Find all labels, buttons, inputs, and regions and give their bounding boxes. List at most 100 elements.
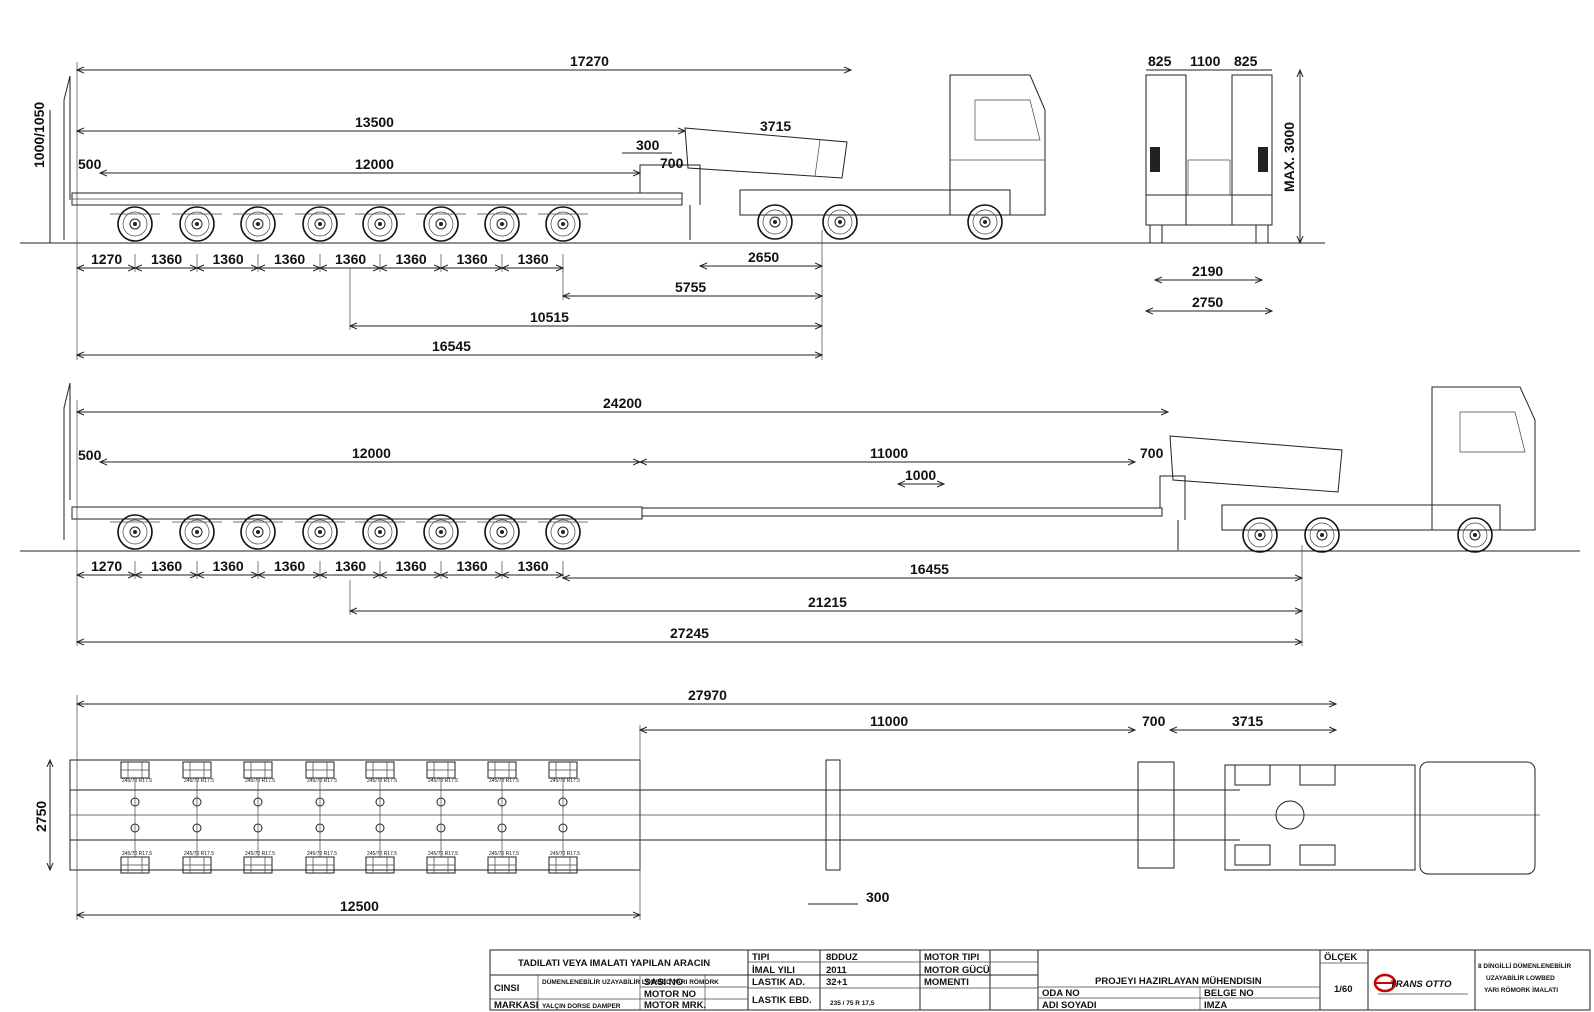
dim-700: 700 [660,155,684,171]
plan-width-2750: 2750 [33,801,49,832]
tb-cinsi-value: DÜMENLENEBİLİR UZAYABİLİR LOWBED YARI RÖ… [542,977,719,986]
dim-300: 300 [636,137,660,153]
plan-tire-label: 245/70 R17.5 [122,851,152,857]
axle-spacing-label: 1360 [457,558,488,574]
rear-ramp-2 [63,382,71,540]
tractor-1 [739,74,1046,240]
plan-tire [182,761,212,779]
plan-tire [243,761,273,779]
plan-tire-label: 245/70 R17.5 [184,778,214,784]
axle-spacing-label: 1360 [457,251,488,267]
rear-height-label: MAX. 3000 [1281,122,1297,192]
dumper-box-2 [1169,435,1343,493]
title-block: TADILATI VEYA IMALATI YAPILAN ARACIN CIN… [489,949,1591,1011]
gooseneck-1 [639,164,701,205]
tb-motor-tipi: MOTOR TIPI [924,952,979,963]
plan-crossbeam [825,759,841,871]
plan-view: 245/70 R17.5 245/70 R17.5 245/70 R17.5 245/… [33,687,1540,920]
axle-wheel [179,514,215,550]
axle-group-1 [110,206,588,242]
plan-gooseneck [1137,761,1175,869]
axle-spacing-label: 1360 [274,251,305,267]
axle-wheel [362,514,398,550]
plan-tire [305,856,335,874]
plan-tire-label: 245/70 R17.5 [489,851,519,857]
dim2-21215: 21215 [808,594,847,610]
tb-imal-label: İMAL YILI [752,965,795,976]
axle-wheel [545,514,581,550]
axle-spacing-label: 1270 [91,558,122,574]
tb-markasi-value: YALÇIN DORSE DAMPER [542,1003,621,1010]
dim-10515: 10515 [530,309,569,325]
tb-motor-gucu: MOTOR GÜCÜ [924,965,990,976]
plan-tire [365,856,395,874]
plan-tire-label: 245/70 R17.5 [307,851,337,857]
dim2-16455: 16455 [910,561,949,577]
plan-tire [548,761,578,779]
dim2-500: 500 [78,447,102,463]
axle-spacing-label: 1360 [518,251,549,267]
plan-dim-300: 300 [866,889,890,905]
axle-wheel [545,206,581,242]
plan-tire-label: 245/70 R17.5 [428,851,458,857]
plan-tire-label: 245/70 R17.5 [550,778,580,784]
dim-17270: 17270 [570,53,609,69]
plan-tire [487,761,517,779]
trailer-frame-2a [71,506,643,520]
tb-olcek-label: ÖLÇEK [1324,952,1357,963]
axle-wheel [362,206,398,242]
dim2-700: 700 [1140,445,1164,461]
axle-wheel [117,514,153,550]
tb-oda-no: ODA NO [1042,988,1080,999]
tb-lastik-ebd-label: LASTIK EBD. [752,995,812,1006]
tb-markasi-label: MARKASI [494,1000,538,1011]
axle-wheel [423,514,459,550]
axle-spacing-label: 1360 [274,558,305,574]
axle-wheel [484,206,520,242]
axle-spacing-label: 1360 [151,558,182,574]
tb-adi-soyadi: ADI SOYADI [1042,1000,1097,1011]
tb-lastik-ad-label: LASTIK AD. [752,977,805,988]
rear-view: 825 1100 825 MAX. 3000 2190 2750 [1110,53,1325,311]
tb-momenti: MOMENTI [924,977,969,988]
plan-dim-11000: 11000 [870,713,908,729]
logo-text: TRANS OTTO [1390,979,1452,990]
dim2-12000: 12000 [352,445,391,461]
axle-spacing-label: 1360 [335,558,366,574]
dims-side-1: 17270 13500 12000 3715 300 700 500 1000/… [31,53,851,360]
axle-spacing-label: 1360 [213,558,244,574]
tb-product-line3: YARI RÖMORK İMALATI [1484,985,1558,994]
dim-12000: 12000 [355,156,394,172]
plan-tire [182,856,212,874]
tb-motor-no: MOTOR NO [644,989,696,1000]
side-view-retracted: 17270 13500 12000 3715 300 700 500 1000/… [20,53,1110,360]
rear-ramp-1 [63,75,71,240]
telescopic-beam [641,507,1163,517]
dim-3715: 3715 [760,118,791,134]
tb-tipi-label: TIPI [752,952,769,963]
plan-tire [305,761,335,779]
dim2-27245: 27245 [670,625,709,641]
plan-tire [120,856,150,874]
tractor-2 [1221,386,1536,553]
axle-spacing-label: 1360 [213,251,244,267]
plan-tire-label: 245/70 R17.5 [428,778,458,784]
axle-spacing-label: 1360 [518,558,549,574]
tb-belge-no: BELGE NO [1204,988,1254,999]
plan-dim-3715: 3715 [1232,713,1263,729]
axle-wheel [179,206,215,242]
rear-dim-2190: 2190 [1192,263,1223,279]
plan-tire [487,856,517,874]
rear-dim-825-right: 825 [1234,53,1258,69]
plan-tire [426,856,456,874]
plan-tire-label: 245/70 R17.5 [550,851,580,857]
plan-tire-label: 245/70 R17.5 [367,851,397,857]
axle-spacing-label: 1360 [396,558,427,574]
tb-imza: IMZA [1204,1000,1227,1011]
height-label-1: 1000/1050 [31,102,47,168]
plan-dim-700: 700 [1142,713,1166,729]
plan-dim-12500: 12500 [340,898,379,914]
tb-cinsi-label: CINSI [494,983,519,994]
axle-wheel [302,514,338,550]
